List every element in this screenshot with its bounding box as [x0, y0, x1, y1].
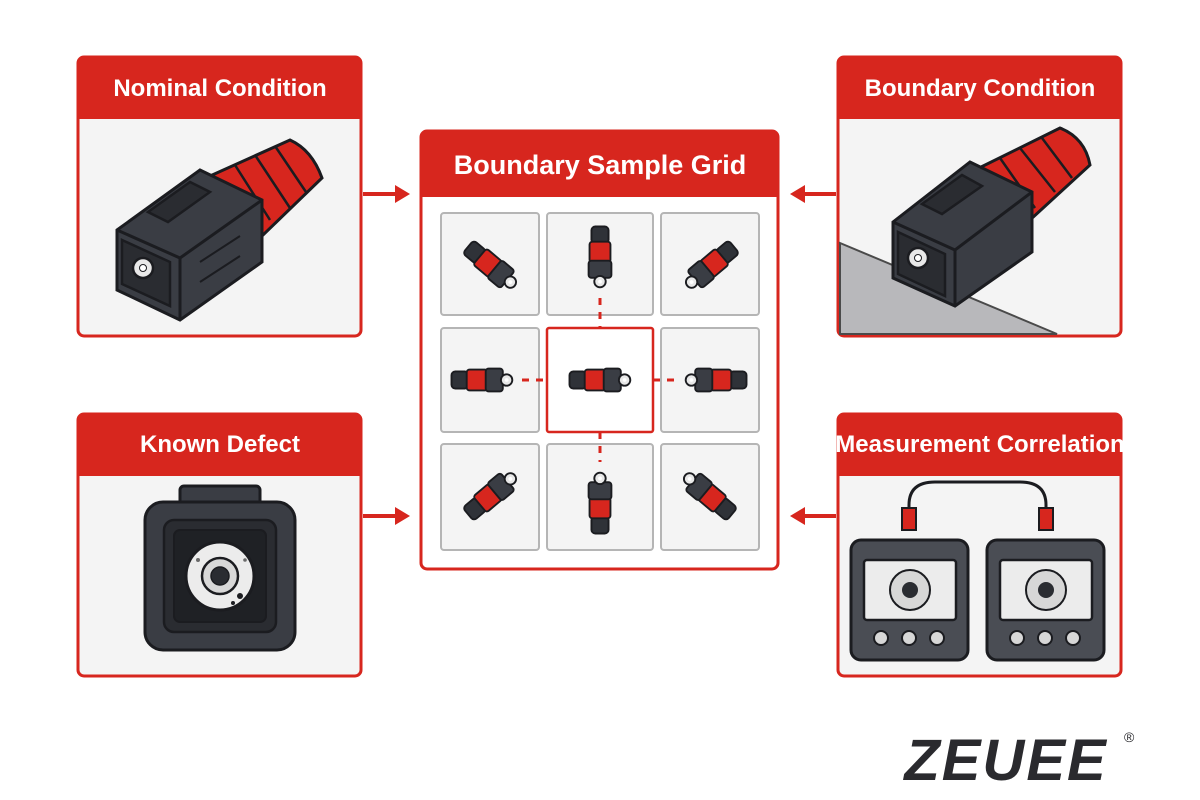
panel-title-boundary: Boundary Condition — [865, 75, 1096, 102]
grid-connector-icon — [450, 367, 514, 393]
brand-logo: ZEUEE ® — [902, 728, 1135, 793]
logo-wordmark: ZEUEE — [902, 728, 1108, 793]
panel-boundary-condition: Boundary Condition — [836, 55, 1123, 338]
grid-connector-icon — [587, 225, 613, 289]
panel-known-defect: Known Defect — [76, 412, 363, 678]
panel-title-defect: Known Defect — [140, 431, 300, 458]
grid-connector-icon — [587, 471, 613, 535]
grid-dashed-lines — [522, 298, 680, 462]
panel-boundary-sample-grid: Boundary Sample Grid — [419, 129, 780, 571]
arrow-defect-to-grid — [363, 507, 410, 525]
panel-title-correlation: Measurement Correlation — [835, 431, 1124, 458]
arrow-boundary-to-grid — [790, 185, 836, 203]
panel-nominal-condition: Nominal Condition — [76, 55, 363, 338]
grid-connector-icon — [684, 367, 748, 393]
arrow-correlation-to-grid — [790, 507, 836, 525]
connector-icon — [115, 138, 324, 322]
grid-connector-icon-center — [568, 367, 632, 393]
panel-measurement-correlation: Measurement Correlation — [835, 412, 1125, 678]
grid-title: Boundary Sample Grid — [454, 150, 747, 180]
logo-registered-mark: ® — [1124, 729, 1135, 745]
grid-tiles — [440, 212, 760, 551]
measurement-instruments-icon — [849, 480, 1106, 662]
defective-port-icon — [143, 484, 297, 652]
panel-title-nominal: Nominal Condition — [113, 75, 326, 102]
tilted-connector-icon — [891, 126, 1092, 308]
arrow-nominal-to-grid — [363, 185, 410, 203]
